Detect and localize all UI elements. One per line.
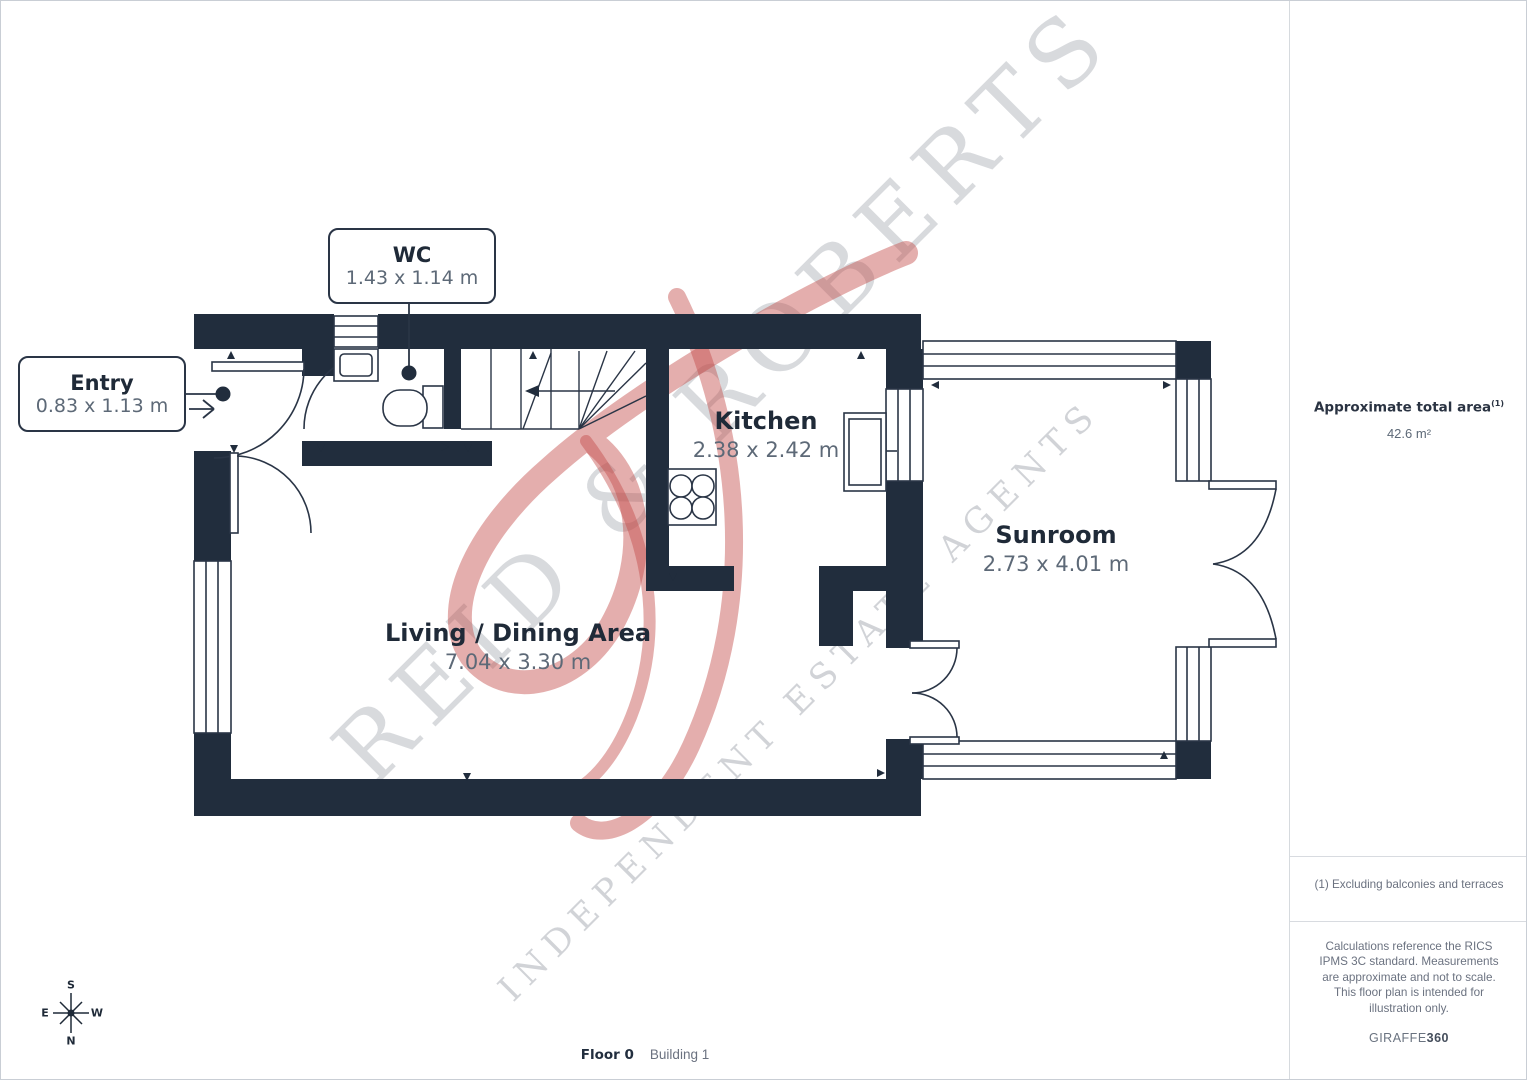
total-area-value: 42.6 m² bbox=[1386, 425, 1432, 441]
front-door bbox=[211, 361, 305, 459]
kitchen-hob bbox=[667, 468, 717, 526]
fixtures bbox=[333, 348, 897, 526]
sunroom-east-upper-window bbox=[1175, 378, 1212, 482]
brand-suffix: 360 bbox=[1426, 1031, 1450, 1045]
brand-logo: GIRAFFE360 bbox=[1290, 1031, 1526, 1045]
sidebar-divider-2 bbox=[1290, 921, 1526, 922]
walls bbox=[194, 314, 1211, 816]
wc-callout-dot bbox=[401, 365, 417, 381]
sunroom-dims: 2.73 x 4.01 m bbox=[982, 551, 1130, 576]
doors bbox=[211, 350, 1277, 745]
wc-callout-dims: 1.43 x 1.14 m bbox=[345, 266, 479, 289]
kitchen-label: Kitchen 2.38 x 2.42 m bbox=[641, 407, 891, 464]
wc-callout: WC 1.43 x 1.14 m bbox=[328, 228, 496, 304]
watermark-graphic: REID & ROBERTS INDEPENDENT ESTATE AGENTS bbox=[313, 1, 1134, 1009]
living-dining-label: Living / Dining Area 7.04 x 3.30 m bbox=[368, 619, 668, 676]
entry-callout-name: Entry bbox=[70, 370, 134, 395]
sunroom-name: Sunroom bbox=[995, 521, 1117, 549]
sunroom-top-window bbox=[922, 340, 1177, 380]
entry-direction-arrow bbox=[189, 399, 215, 419]
total-area-title: Approximate total area(1) bbox=[1290, 399, 1526, 416]
brand-name: GIRAFFE bbox=[1368, 1031, 1427, 1045]
building-label: Building 1 bbox=[649, 1047, 710, 1062]
living-dining-name: Living / Dining Area bbox=[384, 619, 652, 647]
sunroom-french-doors bbox=[1208, 480, 1277, 648]
compass-rose bbox=[53, 993, 89, 1033]
sidebar-footnote: (1) Excluding balconies and terraces bbox=[1314, 878, 1504, 891]
sidebar-disclaimer: Calculations reference the RICS IPMS 3C … bbox=[1319, 940, 1499, 1015]
stairs bbox=[461, 349, 647, 430]
floor-label: Floor 0 bbox=[580, 1047, 634, 1063]
wc-toilet bbox=[382, 385, 444, 429]
stairs-direction-arrow bbox=[525, 385, 615, 397]
compass-west: W bbox=[90, 1006, 104, 1020]
kitchen-sink bbox=[843, 412, 897, 492]
wc-sink bbox=[333, 348, 379, 382]
entry-top-window bbox=[333, 315, 379, 348]
total-area-superscript: (1) bbox=[1491, 399, 1505, 408]
sunroom-east-lower-window bbox=[1175, 646, 1212, 742]
kitchen-dims: 2.38 x 2.42 m bbox=[692, 437, 840, 462]
plan-footer: Floor 0 Building 1 bbox=[1, 1047, 1289, 1063]
info-sidebar: Approximate total area(1) 42.6 m² (1) Ex… bbox=[1289, 1, 1526, 1079]
living-dining-dims: 7.04 x 3.30 m bbox=[444, 649, 592, 674]
compass-east: E bbox=[41, 1006, 49, 1020]
kitchen-name: Kitchen bbox=[714, 407, 818, 435]
windows bbox=[193, 315, 1212, 780]
measure-markers bbox=[227, 351, 1171, 781]
entry-callout: Entry 0.83 x 1.13 m bbox=[18, 356, 186, 432]
sunroom-bottom-window bbox=[922, 740, 1177, 780]
compass-south: S bbox=[67, 978, 75, 992]
sunroom-internal-doors bbox=[909, 640, 960, 745]
total-area-block: Approximate total area(1) 42.6 m² bbox=[1290, 399, 1526, 441]
hall-door bbox=[229, 452, 312, 534]
entry-callout-dims: 0.83 x 1.13 m bbox=[35, 394, 169, 417]
callout-leaders bbox=[182, 301, 417, 419]
living-left-window bbox=[193, 560, 232, 734]
entry-callout-dot bbox=[215, 386, 231, 402]
sidebar-divider-1 bbox=[1290, 856, 1526, 857]
sunroom-label: Sunroom 2.73 x 4.01 m bbox=[931, 521, 1181, 578]
compass-north: N bbox=[66, 1034, 76, 1048]
kitchen-east-window bbox=[885, 388, 924, 482]
floorplan-drawing: REID & ROBERTS INDEPENDENT ESTATE AGENTS bbox=[53, 1, 1277, 1033]
wc-callout-name: WC bbox=[392, 242, 432, 267]
total-area-label: Approximate total area bbox=[1313, 399, 1492, 416]
